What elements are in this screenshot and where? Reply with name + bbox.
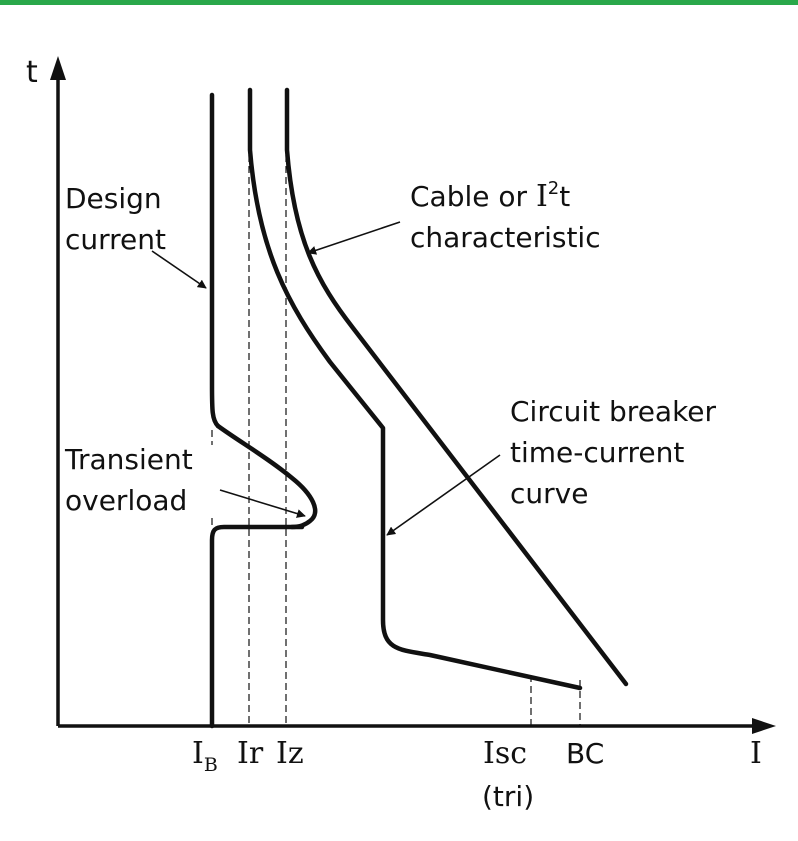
tick-bc: BC: [566, 737, 604, 770]
design-current-pointer: [151, 250, 207, 289]
transient-overload-pointer: [219, 489, 306, 518]
transient-overload-curve: [215, 423, 318, 530]
tick-ib: IB: [192, 736, 218, 776]
design-current-lower-curve: [209, 524, 305, 729]
design-current-curve: [209, 92, 221, 429]
breaker-label-line1: Circuit breaker: [510, 395, 717, 428]
tick-ir: Ir: [237, 736, 264, 771]
y-axis-arrow-icon: [50, 56, 66, 80]
top-rule: [0, 0, 798, 5]
cable-label-line1: Cable or I2t: [410, 178, 570, 214]
breaker-label-line3: curve: [510, 477, 588, 510]
transient-label-line1: Transient: [64, 443, 193, 476]
cable-i2t-curve: [284, 87, 629, 687]
y-axis-label: t: [26, 55, 38, 90]
design-current-label-line2: current: [65, 223, 166, 256]
cable-label-line2: characteristic: [410, 221, 601, 254]
transient-label-line2: overload: [65, 484, 187, 517]
x-axis-arrow-icon: [752, 718, 776, 734]
x-axis-label: I: [750, 736, 762, 771]
breaker-label-line2: time-current: [510, 436, 684, 469]
circuit-breaker-curve: [247, 87, 583, 691]
tick-isc: Isc: [483, 736, 527, 771]
tick-iz: Iz: [276, 736, 304, 771]
cable-pointer: [307, 221, 401, 255]
breaker-pointer: [386, 454, 501, 536]
tick-isc-tri: (tri): [482, 780, 534, 813]
design-current-label-line1: Design: [65, 182, 162, 215]
